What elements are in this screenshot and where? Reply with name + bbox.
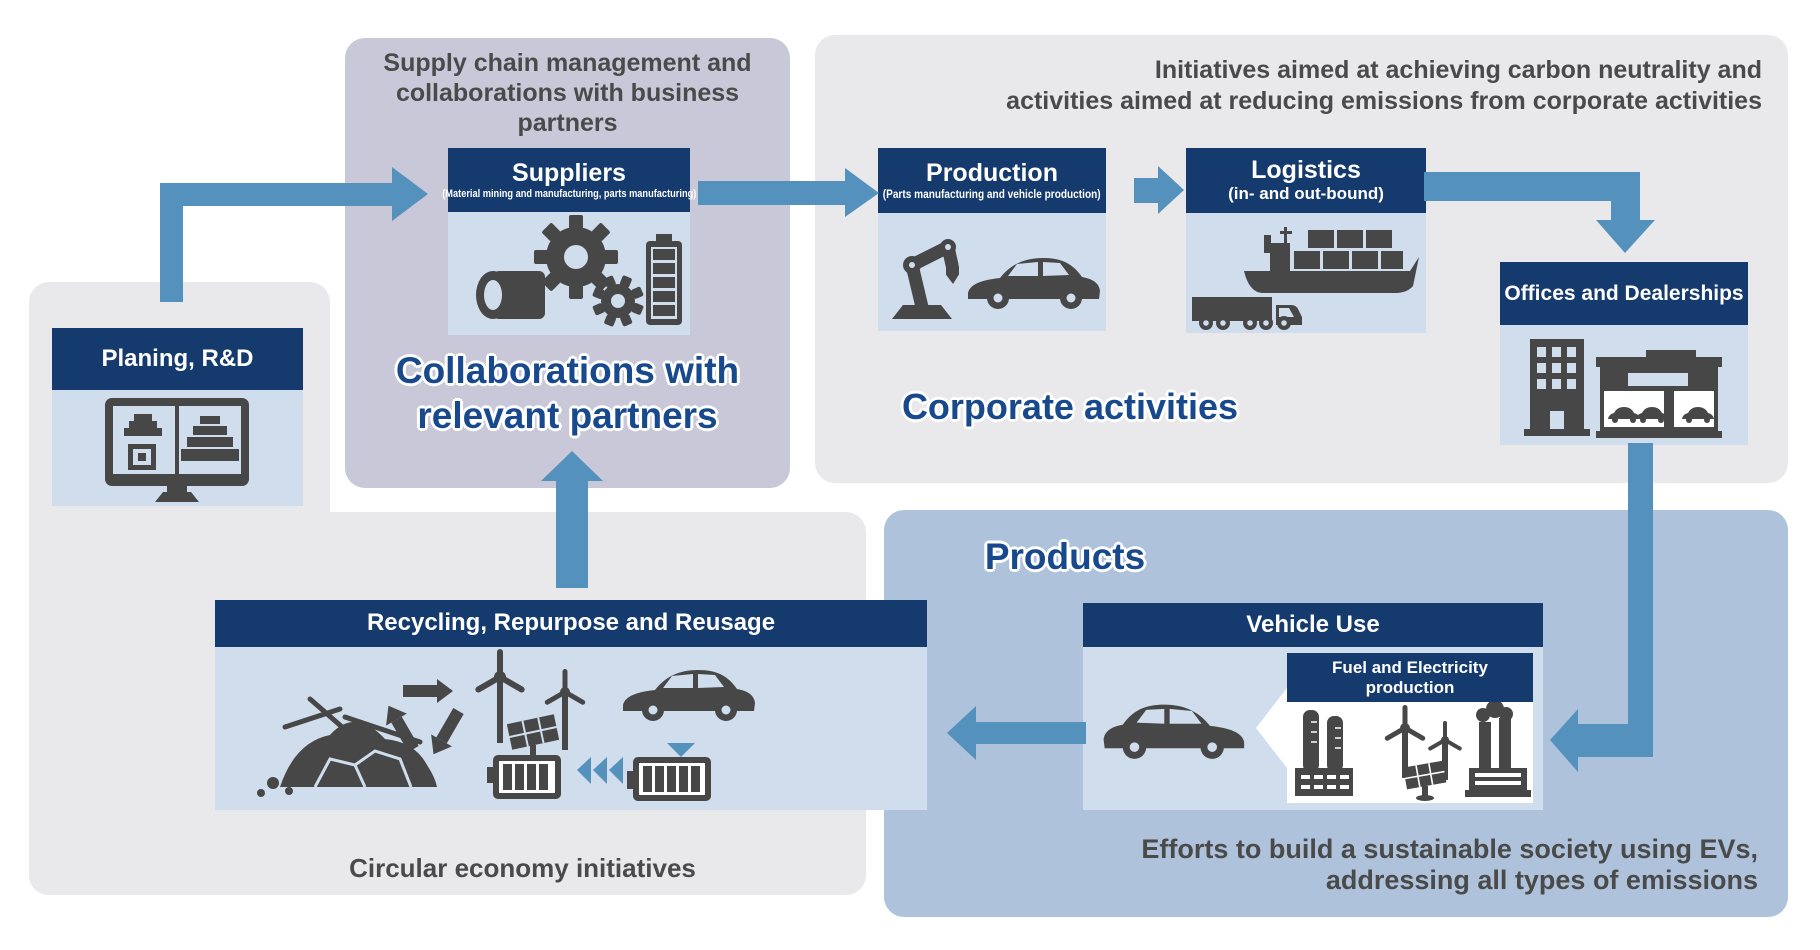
office-building-icon bbox=[1524, 339, 1590, 436]
wind-turbine-icon bbox=[544, 669, 586, 750]
panel-production: Production (Parts manufacturing and vehi… bbox=[878, 148, 1106, 331]
collaborations-caption: Collaborations with relevant partners bbox=[345, 348, 790, 438]
wind-turbine-icon bbox=[475, 649, 525, 743]
efforts-note: Efforts to build a sustainable society u… bbox=[980, 834, 1758, 896]
products-caption: Products bbox=[984, 536, 1146, 577]
panel-planning-title: Planing, R&D bbox=[101, 344, 254, 372]
materials-parts-battery-icon bbox=[476, 215, 682, 327]
pipe-icon bbox=[476, 271, 545, 319]
panel-suppliers-subtitle: (Material mining and manufacturing, part… bbox=[441, 187, 697, 200]
corporate-title-line1: Initiatives aimed at achieving carbon ne… bbox=[1154, 56, 1762, 84]
panel-vehicle-use: Vehicle Use Fuel and Electricity product… bbox=[1083, 603, 1543, 810]
robot-arm-icon bbox=[892, 239, 959, 319]
panel-logistics-subtitle: (in- and out-bound) bbox=[1228, 184, 1384, 204]
fuel-electricity-title: Fuel and Electricity production bbox=[1287, 653, 1533, 702]
collaborations-caption-line1: Collaborations with bbox=[395, 350, 740, 391]
solar-panel-icon bbox=[1403, 760, 1447, 801]
fuel-electricity-icons bbox=[1295, 702, 1531, 801]
cargo-ship-icon bbox=[1244, 227, 1419, 293]
efforts-note-line1: Efforts to build a sustainable society u… bbox=[1141, 834, 1758, 864]
collaborations-caption-line2: relevant partners bbox=[417, 395, 718, 436]
ev-car-icon bbox=[1103, 704, 1245, 759]
ship-truck-icon bbox=[1192, 227, 1419, 330]
recycle-icon bbox=[386, 679, 464, 755]
panel-recycling: Recycling, Repurpose and Reusage bbox=[215, 600, 927, 810]
car-icon bbox=[968, 258, 1100, 309]
power-plant-icon bbox=[1465, 702, 1531, 797]
panel-production-title: Production bbox=[926, 158, 1058, 187]
panel-suppliers: Suppliers (Material mining and manufactu… bbox=[442, 148, 696, 335]
corporate-activities-caption: Corporate activities bbox=[901, 386, 1239, 427]
mini-car-icon bbox=[1636, 407, 1668, 423]
mini-car-icon bbox=[1608, 407, 1640, 423]
battery-horizontal-icon bbox=[627, 757, 711, 801]
office-dealership-icon bbox=[1524, 339, 1722, 438]
truck-icon bbox=[1192, 297, 1302, 330]
wind-turbine-icon bbox=[1428, 721, 1462, 780]
gear-large-icon bbox=[534, 215, 618, 299]
recycling-icons bbox=[257, 649, 755, 801]
wind-turbine-icon bbox=[1384, 705, 1426, 778]
efforts-note-line2: addressing all types of emissions bbox=[1325, 865, 1758, 895]
panel-suppliers-title: Suppliers bbox=[512, 159, 626, 188]
panel-logistics-title: Logistics bbox=[1251, 155, 1361, 184]
robot-arm-car-icon bbox=[892, 239, 1100, 319]
dealership-icon bbox=[1596, 350, 1722, 438]
mini-car-icon bbox=[1682, 407, 1714, 423]
cad-monitor-icon bbox=[105, 398, 249, 502]
battery-vertical-icon bbox=[646, 234, 682, 325]
down-triangle-icon bbox=[667, 743, 695, 757]
panel-offices: Offices and Dealerships bbox=[1500, 262, 1748, 445]
corporate-title-line2: activities aimed at reducing emissions f… bbox=[1006, 87, 1762, 115]
gear-small-icon bbox=[592, 275, 644, 327]
charge-chevrons-icon bbox=[577, 757, 623, 784]
panel-recycling-title: Recycling, Repurpose and Reusage bbox=[366, 609, 776, 637]
circular-economy-caption: Circular economy initiatives bbox=[349, 853, 696, 883]
panel-planning: Planing, R&D bbox=[52, 328, 303, 506]
fuel-electricity-box: Fuel and Electricity production bbox=[1287, 653, 1533, 803]
refinery-icon bbox=[1295, 710, 1353, 796]
panel-vehicle-use-title: Vehicle Use bbox=[1246, 610, 1380, 638]
panel-logistics: Logistics (in- and out-bound) bbox=[1186, 148, 1426, 333]
ev-car-icon bbox=[623, 670, 755, 721]
battery-horizontal-icon bbox=[487, 755, 561, 799]
supply-chain-title-line2: collaborations with business partners bbox=[395, 79, 740, 137]
supply-chain-title-line1: Supply chain management and bbox=[383, 49, 752, 77]
panel-offices-title: Offices and Dealerships bbox=[1504, 281, 1744, 305]
panel-production-subtitle: (Parts manufacturing and vehicle product… bbox=[883, 187, 1101, 202]
corporate-title: Initiatives aimed at achieving carbon ne… bbox=[850, 55, 1762, 117]
supply-chain-title: Supply chain management and collaboratio… bbox=[345, 48, 790, 138]
